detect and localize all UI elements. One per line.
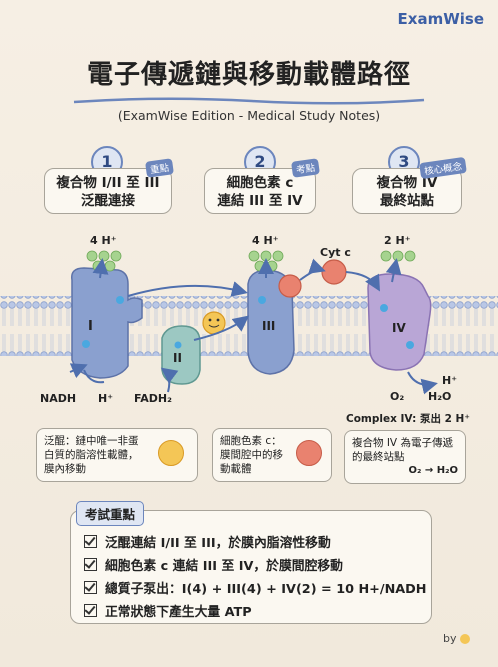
checkbox-icon (84, 558, 97, 571)
checkbox-icon (84, 535, 97, 548)
complex-ii-arrow (193, 315, 250, 341)
cytc-label: Cyt c (320, 246, 351, 259)
cytc-arrow (299, 258, 326, 281)
exam-item-text: 正常狀態下產生大量 ATP (105, 605, 252, 620)
oxygen-arrow (407, 371, 438, 395)
note-2-line1: 細胞色素 c： (220, 435, 282, 447)
title-underline (73, 97, 425, 105)
complex-iii-label: III (262, 319, 275, 333)
cytochrome-c-icon (278, 274, 302, 298)
electron-dot (258, 296, 266, 304)
complex-i-shape (71, 267, 143, 379)
ubiquinone-note: 泛醌：鏈中唯一非蛋 白質的脂溶性載體， 膜內移動 (36, 428, 198, 482)
o2-label: O₂ (390, 390, 404, 403)
note-3-h2o: H₂O (436, 465, 458, 476)
electron-dot (174, 341, 182, 349)
electron-dot (82, 340, 90, 348)
complex-iv-label: IV (392, 321, 406, 335)
exam-item: 正常狀態下產生大量 ATP (84, 601, 252, 620)
step-2-line2: 連結 III 至 IV (217, 193, 303, 209)
step-2-line1: 細胞色素 c (226, 175, 294, 191)
checkbox-icon (84, 604, 97, 617)
note-3-line2: 的最終站點 (352, 451, 405, 463)
ubiquinone-mascot-icon (158, 440, 184, 466)
nadh-label: NADH (40, 392, 76, 405)
hplus-out-label: H⁺ (442, 374, 457, 387)
exam-item: 細胞色素 c 連結 III 至 IV，於膜間腔移動 (84, 555, 343, 574)
note-1-line1: 泛醌：鏈中唯一非蛋 (44, 435, 139, 447)
proton-cluster-3 (380, 250, 416, 262)
step-3-line1: 複合物 IV (376, 175, 438, 191)
exam-points-box (70, 510, 432, 624)
complex-iv-note: Complex IV: 泵出 2 H⁺ (346, 412, 470, 425)
hplus-label: H⁺ (98, 392, 113, 405)
exam-item-text: 細胞色素 c 連結 III 至 IV，於膜間腔移動 (105, 559, 343, 574)
step-3-line2: 最終站點 (380, 193, 434, 209)
ubiquinone-path-arrow (127, 281, 248, 297)
author-logo-icon (460, 634, 470, 644)
proton-label-2: 4 H⁺ (252, 234, 279, 247)
proton-label-3: 2 H⁺ (384, 234, 411, 247)
step-1-line1: 複合物 I/II 至 III (56, 175, 160, 191)
electron-dot (406, 341, 414, 349)
page-subtitle: (ExamWise Edition - Medical Study Notes) (117, 108, 381, 123)
proton-label-1: 4 H⁺ (90, 234, 117, 247)
h2o-label: H₂O (428, 390, 451, 403)
exam-item-text: 總質子泵出：I(4) + III(4) + IV(2) = 10 H+/NADH (105, 582, 427, 597)
complex-i-label: I (88, 319, 93, 334)
brand-logo: ExamWise (397, 10, 484, 28)
exam-item-text: 泛醌連結 I/II 至 III，於膜內脂溶性移動 (105, 536, 331, 551)
note-3-reaction: O₂ → H₂O (408, 465, 458, 476)
by-label: by (443, 632, 457, 645)
proton-pump-arrow (385, 258, 402, 283)
checkbox-icon (84, 581, 97, 594)
step-1-card: 複合物 I/II 至 III 泛醌連接 (44, 168, 172, 214)
exam-points-title: 考試重點 (76, 501, 145, 526)
page-title: 電子傳遞鏈與移動載體路徑 (86, 60, 411, 90)
nadh-arrow (70, 366, 105, 384)
exam-item: 泛醌連結 I/II 至 III，於膜內脂溶性移動 (84, 532, 331, 551)
complex-ii-label: II (173, 351, 182, 365)
fadh2-label: FADH₂ (134, 392, 172, 405)
cytc-to-iv-arrow (345, 271, 380, 292)
note-2-line2: 膜間腔中的移 (220, 449, 283, 461)
cytochrome-c-icon (321, 259, 347, 285)
complex-iv-final-note: 複合物 IV 為電子傳遞 的最終站點 O₂ → H₂O (344, 430, 466, 484)
cytochrome-c-icon (296, 440, 322, 466)
note-3-o2: O₂ (408, 465, 422, 476)
proton-pump-arrow (92, 258, 109, 279)
note-2-line3: 動載體 (220, 463, 252, 475)
note-1-line2: 白質的脂溶性載體， (44, 449, 139, 461)
ubiquinone-dot (116, 296, 124, 304)
author-signature: by (443, 632, 470, 645)
exam-item: 總質子泵出：I(4) + III(4) + IV(2) = 10 H+/NADH (84, 578, 427, 597)
fadh2-arrow (160, 367, 179, 393)
note-1-line3: 膜內移動 (44, 463, 86, 475)
electron-dot (380, 304, 388, 312)
step-1-line2: 泛醌連接 (81, 193, 135, 209)
note-3-line1: 複合物 IV 為電子傳遞 (352, 437, 453, 449)
